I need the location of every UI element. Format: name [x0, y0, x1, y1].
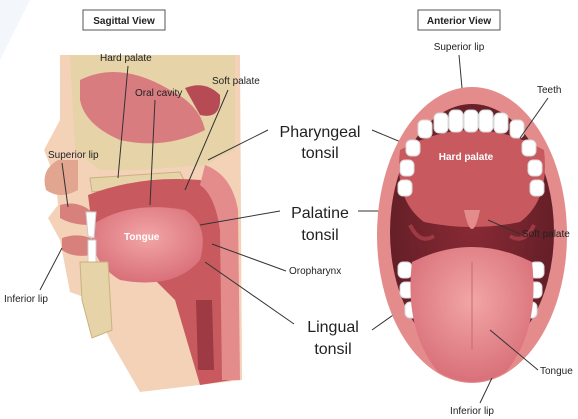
label-lingual-line2: tonsil [314, 341, 351, 358]
label-palatine-line1: Palatine [291, 205, 349, 222]
sagittal-larynx [196, 300, 214, 370]
anterior-view: Anterior View Superior lip Teeth Hard pa… [377, 10, 573, 417]
label-superior-lip-anterior: Superior lip [434, 42, 485, 53]
label-pharyngeal-line2: tonsil [301, 145, 338, 162]
label-hard-palate-anterior: Hard palate [439, 152, 494, 163]
label-inferior-lip-anterior: Inferior lip [450, 406, 494, 417]
label-pharyngeal-line1: Pharyngeal [280, 124, 361, 141]
anterior-title: Anterior View [427, 16, 491, 27]
label-oral-cavity: Oral cavity [135, 88, 182, 99]
label-soft-palate-anterior: Soft palate [522, 229, 570, 240]
label-tongue-anterior: Tongue [540, 366, 573, 377]
label-palatine-line2: tonsil [301, 227, 338, 244]
sagittal-nose [45, 160, 79, 195]
sagittal-view: Sagittal View Hard palate Oral cavity So… [4, 10, 341, 392]
sagittal-upper-tooth [86, 212, 96, 238]
label-superior-lip-sagittal: Superior lip [48, 150, 99, 161]
label-hard-palate-sagittal: Hard palate [100, 53, 152, 64]
label-teeth: Teeth [537, 85, 561, 96]
label-inferior-lip-sagittal: Inferior lip [4, 294, 48, 305]
label-soft-palate-sagittal: Soft palate [212, 76, 260, 87]
label-tongue-sagittal: Tongue [124, 232, 160, 243]
watermark-shape [0, 0, 30, 60]
label-oropharynx: Oropharynx [289, 266, 341, 277]
sagittal-mandible [80, 262, 112, 338]
sagittal-lower-tooth [88, 240, 96, 262]
sagittal-title: Sagittal View [93, 16, 155, 27]
label-lingual-line1: Lingual [307, 319, 359, 336]
